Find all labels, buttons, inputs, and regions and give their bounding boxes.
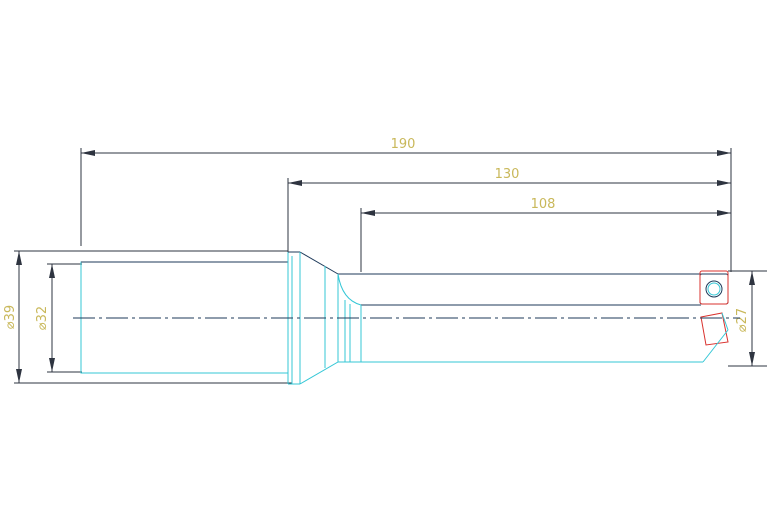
dimension-cutting-diameter: ⌀27 (728, 270, 767, 367)
flute-length-label: 108 (531, 197, 556, 212)
overall-length-label: 190 (391, 137, 416, 152)
dimension-flute-length: 108 (360, 197, 731, 272)
body-length-label: 130 (495, 167, 520, 182)
cutting-diameter-label: ⌀27 (735, 308, 750, 332)
flute-curve (337, 273, 362, 306)
dimension-overall-length: 190 (80, 137, 732, 272)
shank-inner-diameter-label: ⌀32 (35, 306, 50, 330)
insert-screw-icon (705, 280, 723, 298)
shank-outer-diameter-label: ⌀39 (3, 305, 18, 329)
bottom-insert (700, 312, 729, 346)
taper-neck-bottom (299, 361, 345, 385)
dimension-shank-inner-diameter: ⌀32 (35, 263, 82, 373)
taper-neck-top (299, 251, 339, 275)
dimension-body-length: 130 (287, 167, 731, 252)
top-insert (699, 273, 729, 305)
dimension-shank-outer-diameter: ⌀39 (3, 250, 292, 384)
